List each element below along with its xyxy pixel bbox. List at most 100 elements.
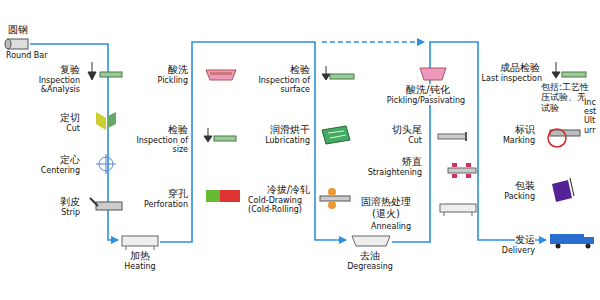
step-name: 穿孔: [168, 188, 188, 199]
step-name: 润滑烘干: [250, 124, 310, 136]
step-name: 酸洗: [168, 64, 188, 75]
step-name: 包装: [515, 180, 535, 191]
packing-icon: [552, 178, 574, 202]
step-name-en: Centering: [41, 166, 80, 175]
step-name-en: Degreasing: [347, 262, 393, 271]
lubricating-icon: [322, 126, 350, 144]
step-name: 发运: [515, 234, 535, 245]
step-name: 切头尾: [392, 124, 422, 135]
step-name: 检验: [270, 64, 310, 76]
heating-icon: [122, 236, 158, 250]
step-name-en: Lubricating: [250, 136, 310, 145]
step-name-en: Marking: [480, 136, 535, 145]
step-name-en: Delivery: [502, 246, 535, 255]
step-name-en: Annealing: [371, 222, 411, 231]
step-name: 成品检验: [500, 62, 540, 73]
step-name-en: Straightening: [352, 168, 422, 177]
step-name: 加热: [120, 250, 160, 262]
step-name-en: Inspection &Analysis: [20, 76, 80, 94]
cut-icon: [96, 112, 116, 130]
step-name: 冷拔/冷轧: [267, 184, 310, 195]
inspection-icon: [322, 66, 354, 80]
step-name: 切头尾: [370, 124, 422, 136]
step-name: 定切: [60, 112, 80, 123]
pickling-icon: [206, 70, 236, 80]
step-name-en: Inspection of surface: [258, 76, 310, 94]
step-name: 检验: [148, 124, 188, 136]
step-name-en: Inspection of size: [128, 136, 188, 154]
step-name-en: Pickling/Passivating: [387, 96, 465, 105]
step-name-en: Cut: [40, 124, 80, 133]
step-name: 定切: [40, 112, 80, 124]
step-name-en: Lubricating: [265, 136, 310, 145]
flow-line: [392, 42, 546, 242]
cold-drawing-icon: [320, 188, 350, 209]
step-name-en: Pickling: [130, 76, 188, 85]
step-name-en: Last inspection: [480, 74, 542, 83]
step-name: 穿孔: [148, 188, 188, 200]
step-name-en: Centering: [20, 166, 80, 175]
step-name-en: Cut: [380, 136, 422, 145]
round-bar-icon: [5, 39, 28, 49]
step-name: 酸洗: [148, 64, 188, 76]
step-name: 去油: [350, 250, 390, 262]
step-name: 固溶热处理 (退火): [361, 196, 411, 219]
step-name-en: Inspection of size: [136, 136, 188, 154]
inspection-icon: [204, 128, 236, 142]
step-name-en: Degreasing: [340, 262, 400, 271]
step-name: 酸洗/钝化: [406, 84, 449, 95]
step-name-en: Inspection &Analysis: [39, 76, 80, 94]
step-name-en: Packing: [504, 192, 535, 201]
final-inspection-icon: [552, 62, 586, 78]
step-name: 标识: [490, 124, 535, 136]
step-name-en: Cold-Drawing (Cold-Rolling): [240, 196, 310, 214]
step-name: 复验: [60, 64, 80, 75]
step-name: 检验: [290, 64, 310, 75]
step-name-en: Delivery: [480, 246, 535, 255]
step-name-en: Inspection of surface: [252, 76, 310, 94]
step-name-en: Straightening: [368, 168, 422, 177]
centering-icon: [96, 154, 116, 174]
degreasing-icon: [352, 236, 390, 246]
step-name-en: Pickling/Passivating: [380, 96, 472, 105]
step-name: 圆钢: [8, 24, 48, 36]
step-name-en: Heating: [115, 262, 165, 271]
step-name: 包装: [490, 180, 535, 192]
step-name-en: Round Bar: [6, 51, 66, 60]
step-name-en: Cut: [66, 124, 80, 133]
step-name: 矫直: [380, 156, 422, 168]
note-text-en: Inc est Ult urr: [584, 98, 599, 135]
step-name-en: Packing: [480, 192, 535, 201]
note-text: 包括:工艺性 压试验、无 试验: [541, 82, 589, 113]
step-name: 酸洗/钝化: [398, 84, 458, 96]
step-name: 圆钢: [8, 24, 28, 35]
annealing-icon: [440, 204, 476, 216]
step-name: 发运: [490, 234, 535, 246]
dashed-bypass: [322, 41, 424, 43]
step-name: 加热: [130, 250, 150, 261]
straightening-icon: [448, 163, 476, 178]
step-name: 检验: [168, 124, 188, 135]
note-text-en: Inc est Ult urr: [584, 98, 596, 135]
step-name-en: Pickling: [158, 76, 189, 85]
truck-icon: [550, 234, 594, 249]
cut-end-icon: [438, 132, 466, 141]
step-name: 润滑烘干: [270, 124, 310, 135]
step-name-en: Heating: [124, 262, 155, 271]
step-name-en: Annealing: [360, 222, 422, 231]
perforation-icon: [206, 190, 240, 202]
step-name-en: Round Bar: [6, 51, 48, 60]
step-name: 剥皮: [60, 196, 80, 207]
step-name: 矫直: [402, 156, 422, 167]
step-name-en: Perforation: [128, 200, 188, 209]
strip-icon: [90, 198, 122, 210]
step-name-en: Marking: [503, 136, 535, 145]
step-name: 标识: [515, 124, 535, 135]
step-name: 定心: [40, 154, 80, 166]
step-name-en: Strip: [40, 208, 80, 217]
inspection-icon: [88, 62, 122, 80]
marking-icon: [548, 129, 580, 147]
step-name-en: Strip: [61, 208, 80, 217]
step-name: 去油: [360, 250, 380, 261]
step-name: 固溶热处理 (退火): [348, 196, 424, 219]
